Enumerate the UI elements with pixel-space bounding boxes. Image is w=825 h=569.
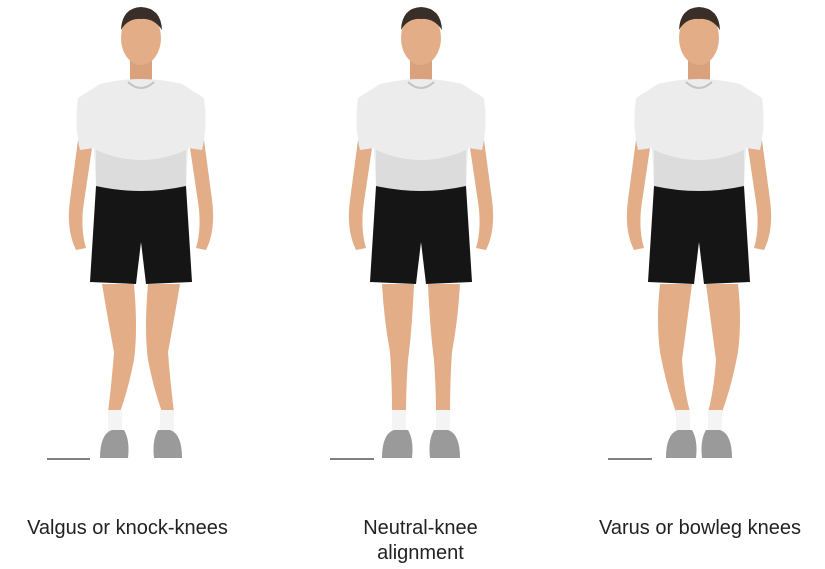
varus-illustration xyxy=(600,0,800,470)
feet xyxy=(100,410,182,458)
varus-caption: Varus or bowleg knees xyxy=(575,516,825,541)
legs xyxy=(102,284,180,412)
shorts xyxy=(90,186,192,284)
valgus-illustration xyxy=(42,0,242,470)
shirt xyxy=(356,79,485,193)
varus-figure xyxy=(600,0,800,470)
valgus-figure xyxy=(42,0,242,470)
shirt xyxy=(76,79,205,193)
valgus-caption: Valgus or knock-knees xyxy=(0,516,255,541)
head xyxy=(401,7,442,84)
feet xyxy=(382,410,460,458)
neutral-illustration xyxy=(322,0,522,470)
neutral-caption: Neutral-knee alignment xyxy=(318,516,523,566)
legs xyxy=(658,284,740,412)
head xyxy=(679,7,720,84)
head xyxy=(121,7,162,84)
shorts xyxy=(370,186,472,284)
feet xyxy=(666,410,732,458)
shirt xyxy=(634,79,763,193)
shorts xyxy=(648,186,750,284)
legs xyxy=(382,284,460,412)
neutral-figure xyxy=(322,0,522,470)
